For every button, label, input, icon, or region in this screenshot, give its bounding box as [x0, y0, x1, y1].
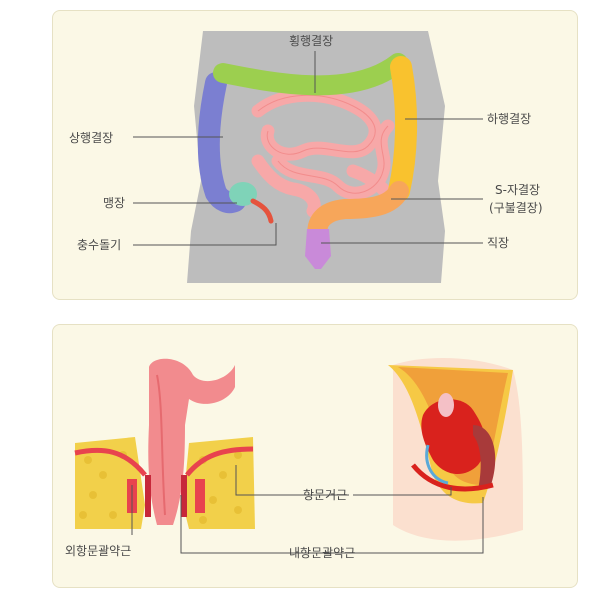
label-transverse-colon: 횡행결장: [289, 34, 334, 48]
pelvic-organ-top: [438, 393, 454, 417]
label-sigmoid-colon-line1: S-자결장: [495, 183, 541, 197]
internal-sphincter-left: [145, 475, 151, 517]
cecum: [229, 182, 257, 206]
leader-levator-ani-right: [353, 487, 452, 496]
rectum: [305, 229, 331, 269]
torso-silhouette: [187, 31, 445, 283]
label-appendix: 충수돌기: [77, 238, 122, 252]
transverse-colon: [213, 53, 408, 96]
rectum-sagittal: [473, 425, 496, 490]
label-sigmoid-colon-line2: (구불결장): [489, 201, 543, 215]
bladder-outline: [425, 444, 449, 485]
label-ascending-colon: 상행결장: [69, 131, 114, 145]
anal-sphincter-panel: 외항문괄약근 내항문괄약근 항문거근: [52, 324, 578, 588]
label-levator-ani: 항문거근: [303, 488, 348, 502]
appendix: [250, 198, 274, 224]
label-internal-sphincter: 내항문괄약근: [289, 546, 356, 560]
sphincter-illustration: [74, 358, 523, 554]
label-external-sphincter: 외항문괄약근: [65, 544, 132, 558]
rectum-canal: [148, 358, 235, 525]
leader-levator-ani: [235, 465, 349, 496]
ascending-colon: [197, 72, 246, 214]
levator-band-left: [74, 447, 147, 477]
label-descending-colon: 하행결장: [487, 112, 532, 126]
descending-colon: [388, 56, 418, 202]
levator-band-right: [185, 446, 254, 477]
sigmoid-colon: [307, 181, 409, 246]
leader-appendix: [133, 223, 277, 246]
colon-anatomy-panel: 횡행결장 상행결장 하행결장 맹장 S-자결장 (구불결장) 충수돌기 직장: [52, 10, 578, 300]
leader-internal-sphincter: [180, 495, 484, 554]
colon-illustration: [133, 31, 483, 283]
external-sphincter-right: [195, 479, 205, 513]
internal-sphincter-right: [181, 475, 187, 517]
levator-sagittal: [411, 463, 494, 492]
label-cecum: 맹장: [103, 196, 126, 210]
pelvic-organs: [421, 399, 486, 475]
label-rectum: 직장: [487, 236, 510, 250]
